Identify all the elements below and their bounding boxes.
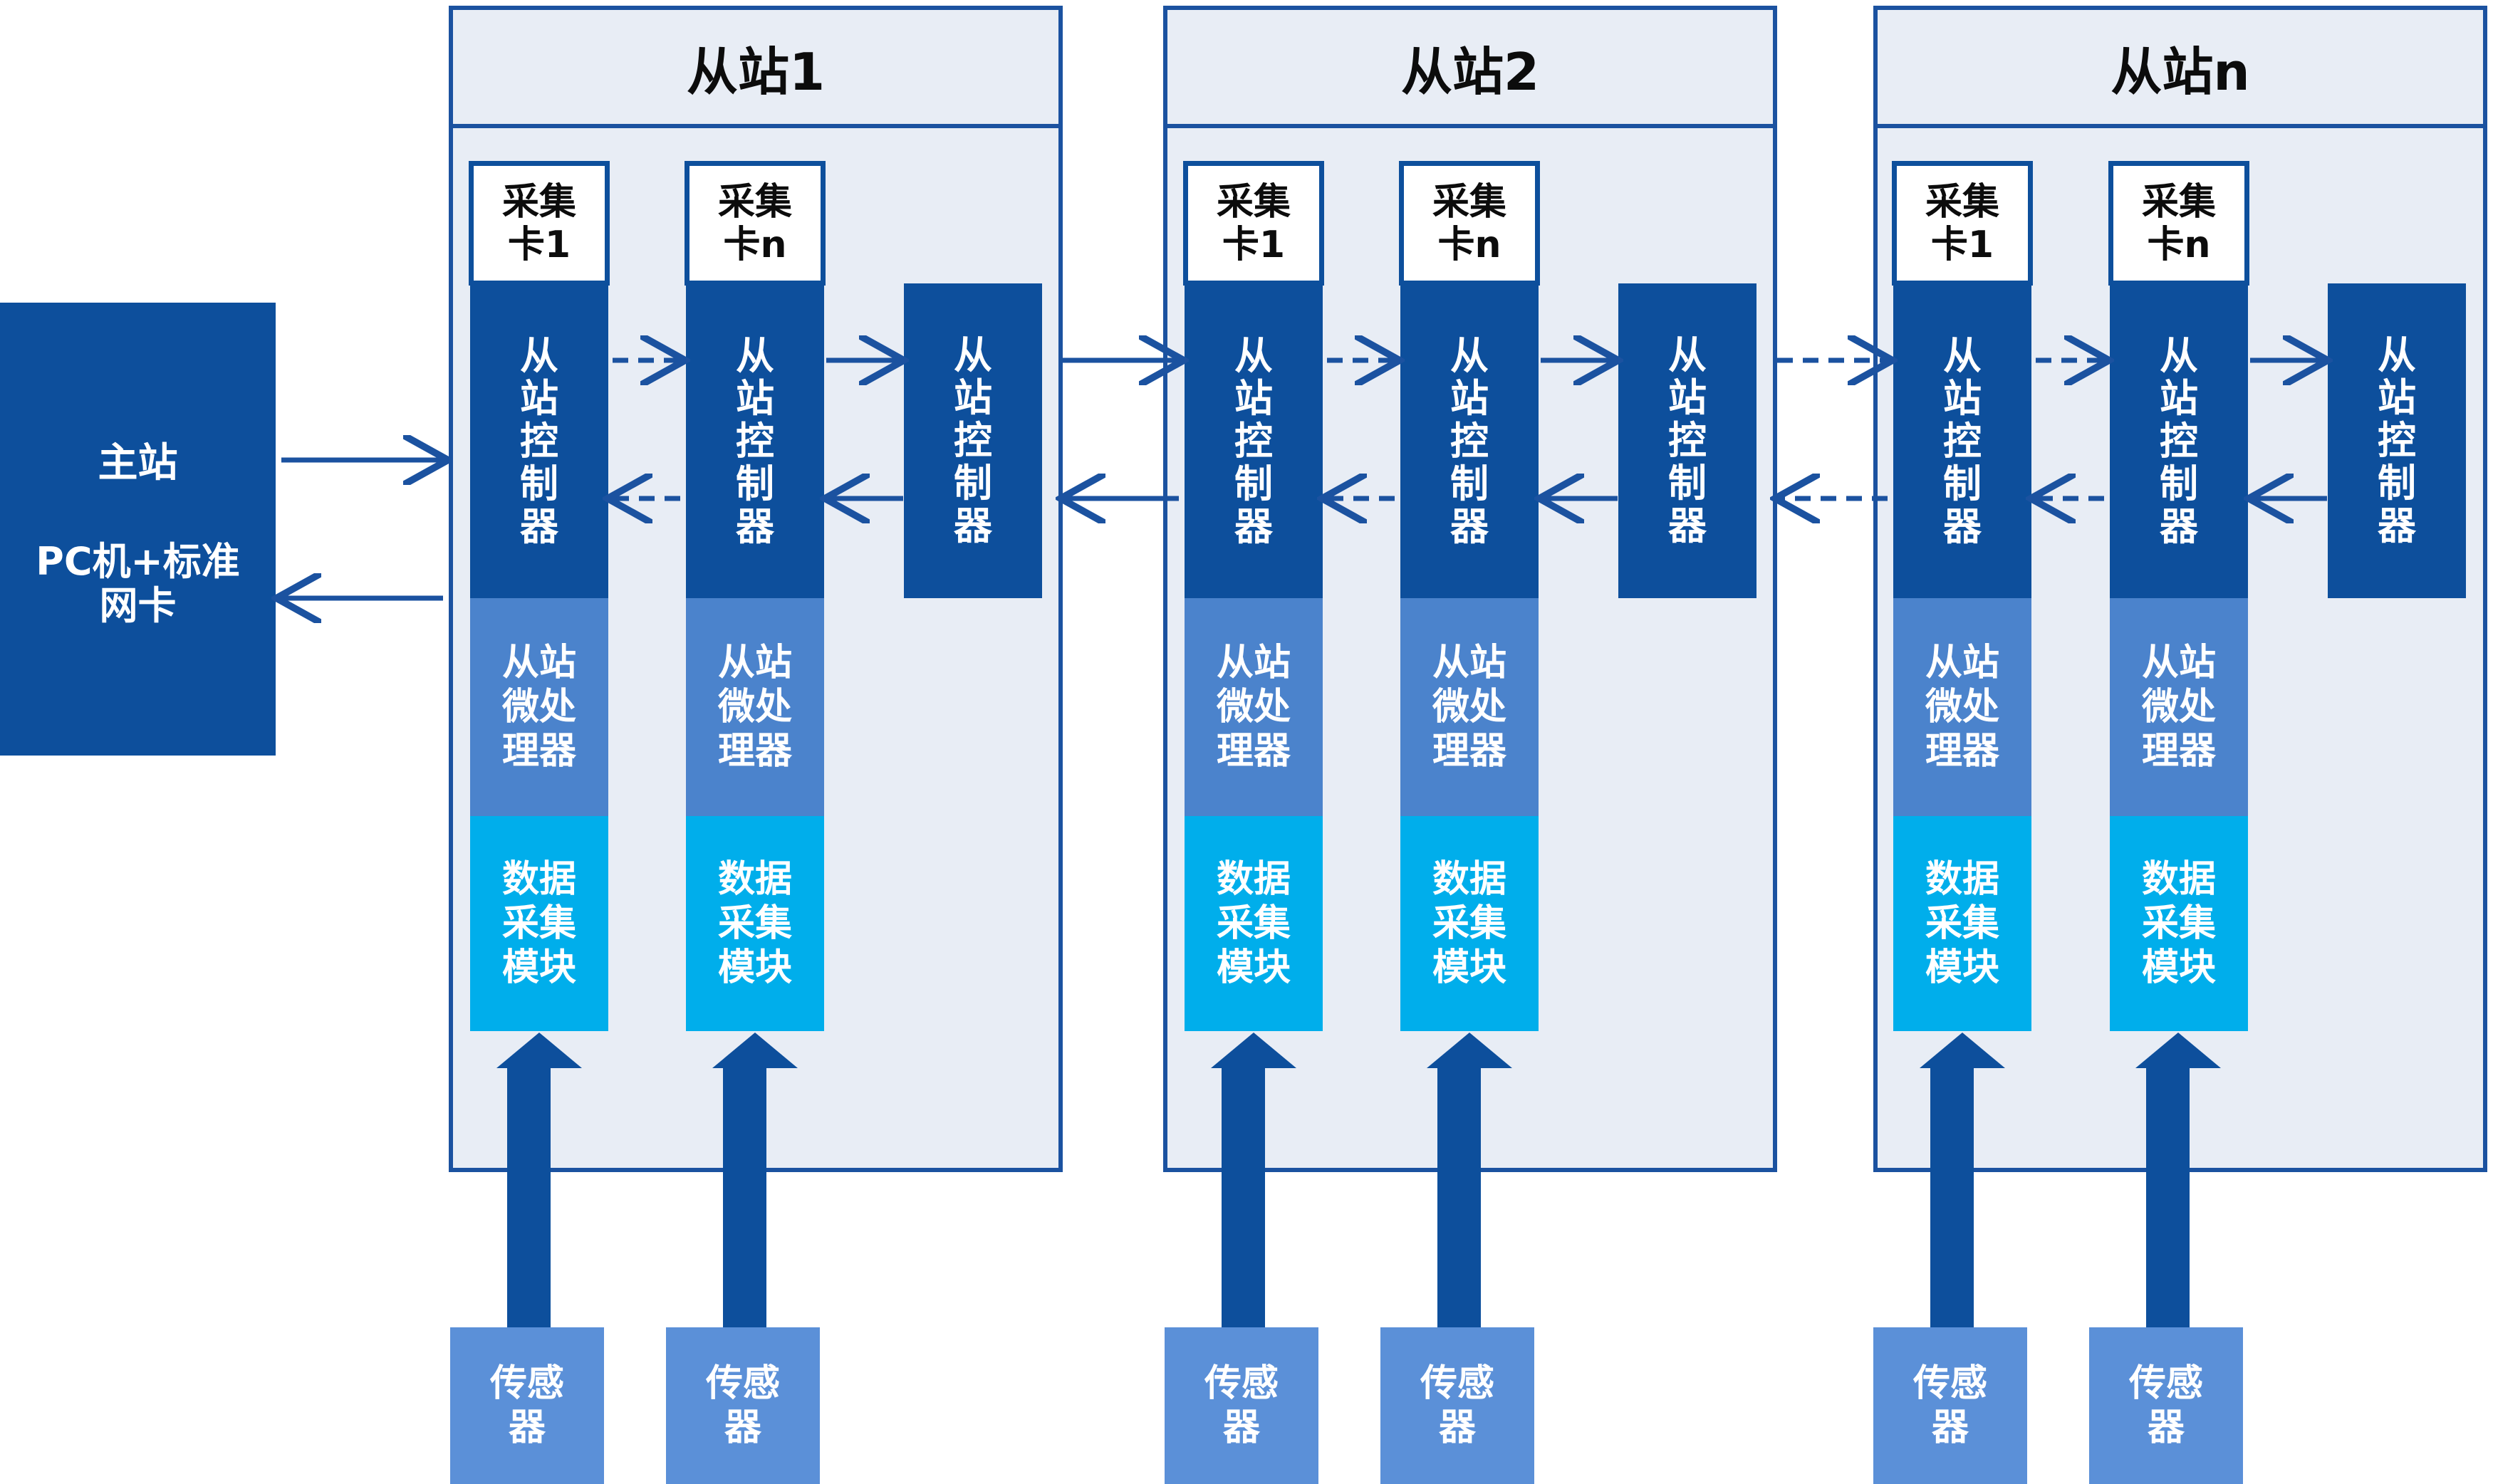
acquisition-card-n-header: 采集 卡n (685, 161, 826, 286)
slave-microprocessor: 从站 微处 理器 (470, 598, 608, 816)
slave-microprocessor: 从站 微处 理器 (1400, 598, 1539, 816)
data-acquisition-module: 数据 采集 模块 (2110, 816, 2248, 1031)
slave-microprocessor: 从站 微处 理器 (686, 598, 824, 816)
slave-controller: 从 站 控 制 器 (2110, 285, 2248, 598)
acquisition-card-1-header: 采集 卡1 (1892, 161, 2033, 286)
slave-microprocessor: 从站 微处 理器 (2110, 598, 2248, 816)
acquisition-card-n-header: 采集 卡n (2108, 161, 2249, 286)
sensor: 传感 器 (666, 1327, 820, 1484)
sensor-up-arrow (1920, 1033, 2005, 1327)
station-title: 从站n (1878, 10, 2483, 128)
slave-controller: 从 站 控 制 器 (686, 285, 824, 598)
sensor-up-arrow (496, 1033, 582, 1327)
acquisition-card-n-header: 采集 卡n (1399, 161, 1540, 286)
sensor-up-arrow (2135, 1033, 2221, 1327)
sensor: 传感 器 (1380, 1327, 1534, 1484)
acquisition-card-1-header: 采集 卡1 (1183, 161, 1324, 286)
sensor: 传感 器 (450, 1327, 604, 1484)
data-acquisition-module: 数据 采集 模块 (1400, 816, 1539, 1031)
station-title: 从站1 (453, 10, 1058, 128)
master-station: 主站 PC机+标准 网卡 (0, 303, 276, 756)
data-acquisition-module: 数据 采集 模块 (1893, 816, 2031, 1031)
slave-controller: 从 站 控 制 器 (904, 283, 1042, 598)
sensor-up-arrow (712, 1033, 798, 1327)
slave-microprocessor: 从站 微处 理器 (1185, 598, 1323, 816)
slave-controller: 从 站 控 制 器 (1618, 283, 1756, 598)
sensor: 传感 器 (1873, 1327, 2027, 1484)
data-acquisition-module: 数据 采集 模块 (1185, 816, 1323, 1031)
sensor-up-arrow (1211, 1033, 1296, 1327)
master-title: 主站 (98, 439, 178, 486)
slave-controller: 从 站 控 制 器 (2328, 283, 2466, 598)
sensor: 传感 器 (1165, 1327, 1318, 1484)
slave-microprocessor: 从站 微处 理器 (1893, 598, 2031, 816)
acquisition-card-1-header: 采集 卡1 (469, 161, 610, 286)
data-acquisition-module: 数据 采集 模块 (686, 816, 824, 1031)
data-acquisition-module: 数据 采集 模块 (470, 816, 608, 1031)
slave-controller: 从 站 控 制 器 (470, 285, 608, 598)
slave-controller: 从 站 控 制 器 (1185, 285, 1323, 598)
slave-controller: 从 站 控 制 器 (1400, 285, 1539, 598)
sensor: 传感 器 (2089, 1327, 2243, 1484)
slave-controller: 从 站 控 制 器 (1893, 285, 2031, 598)
master-subtitle: PC机+标准 网卡 (36, 539, 240, 628)
station-title: 从站2 (1167, 10, 1773, 128)
sensor-up-arrow (1427, 1033, 1512, 1327)
